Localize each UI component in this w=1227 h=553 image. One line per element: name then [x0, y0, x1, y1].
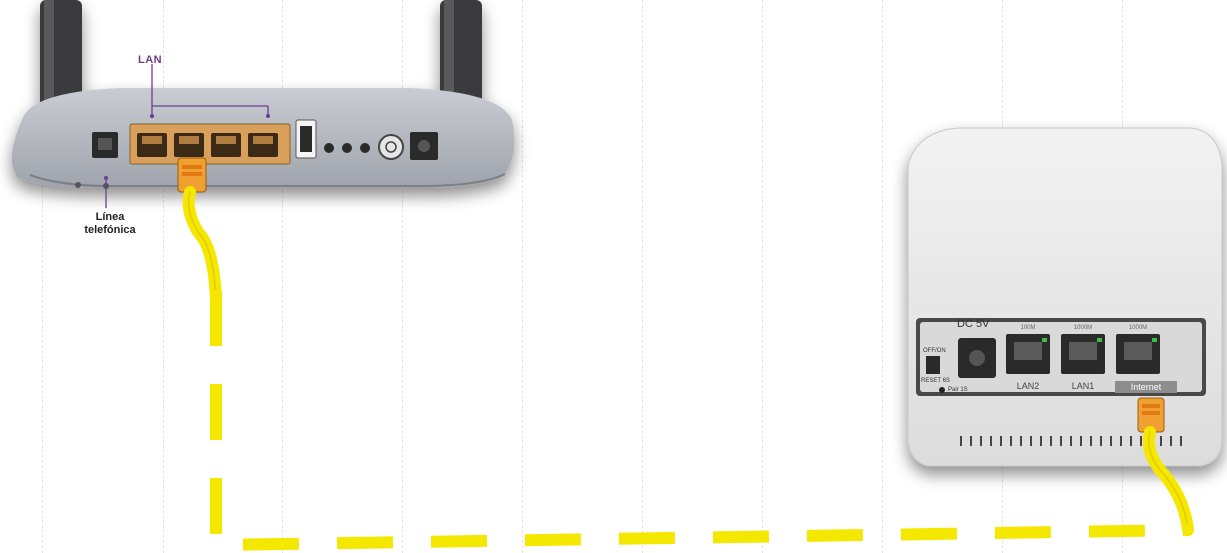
router-button	[342, 143, 352, 153]
pair-label: Pair 1S	[948, 387, 968, 393]
router-button	[360, 143, 370, 153]
port-speed-internet: 1000M	[1113, 325, 1163, 331]
switch-label: OFF/ON	[923, 348, 946, 354]
phone-line-label-2: telefónica	[70, 224, 150, 237]
extender	[908, 128, 1222, 466]
extender-body	[908, 128, 1222, 466]
phone-line-label: Línea telefónica	[70, 211, 150, 237]
port-label-lan2: LAN2	[1003, 381, 1053, 391]
reset-label: RESET 6S	[921, 378, 950, 384]
port-label-lan1: LAN1	[1058, 381, 1108, 391]
reset-button	[939, 387, 945, 393]
power-button	[379, 135, 403, 159]
router	[12, 0, 514, 189]
dc-label: DC 5V	[957, 318, 989, 330]
lan-label: LAN	[138, 54, 162, 66]
port-speed-lan1: 1000M	[1058, 325, 1108, 331]
router-button	[324, 143, 334, 153]
power-switch	[926, 356, 940, 374]
port-label-internet: Internet	[1115, 381, 1177, 393]
phone-line-label-1: Línea	[70, 211, 150, 224]
port-speed-lan2: 100M	[1003, 325, 1053, 331]
